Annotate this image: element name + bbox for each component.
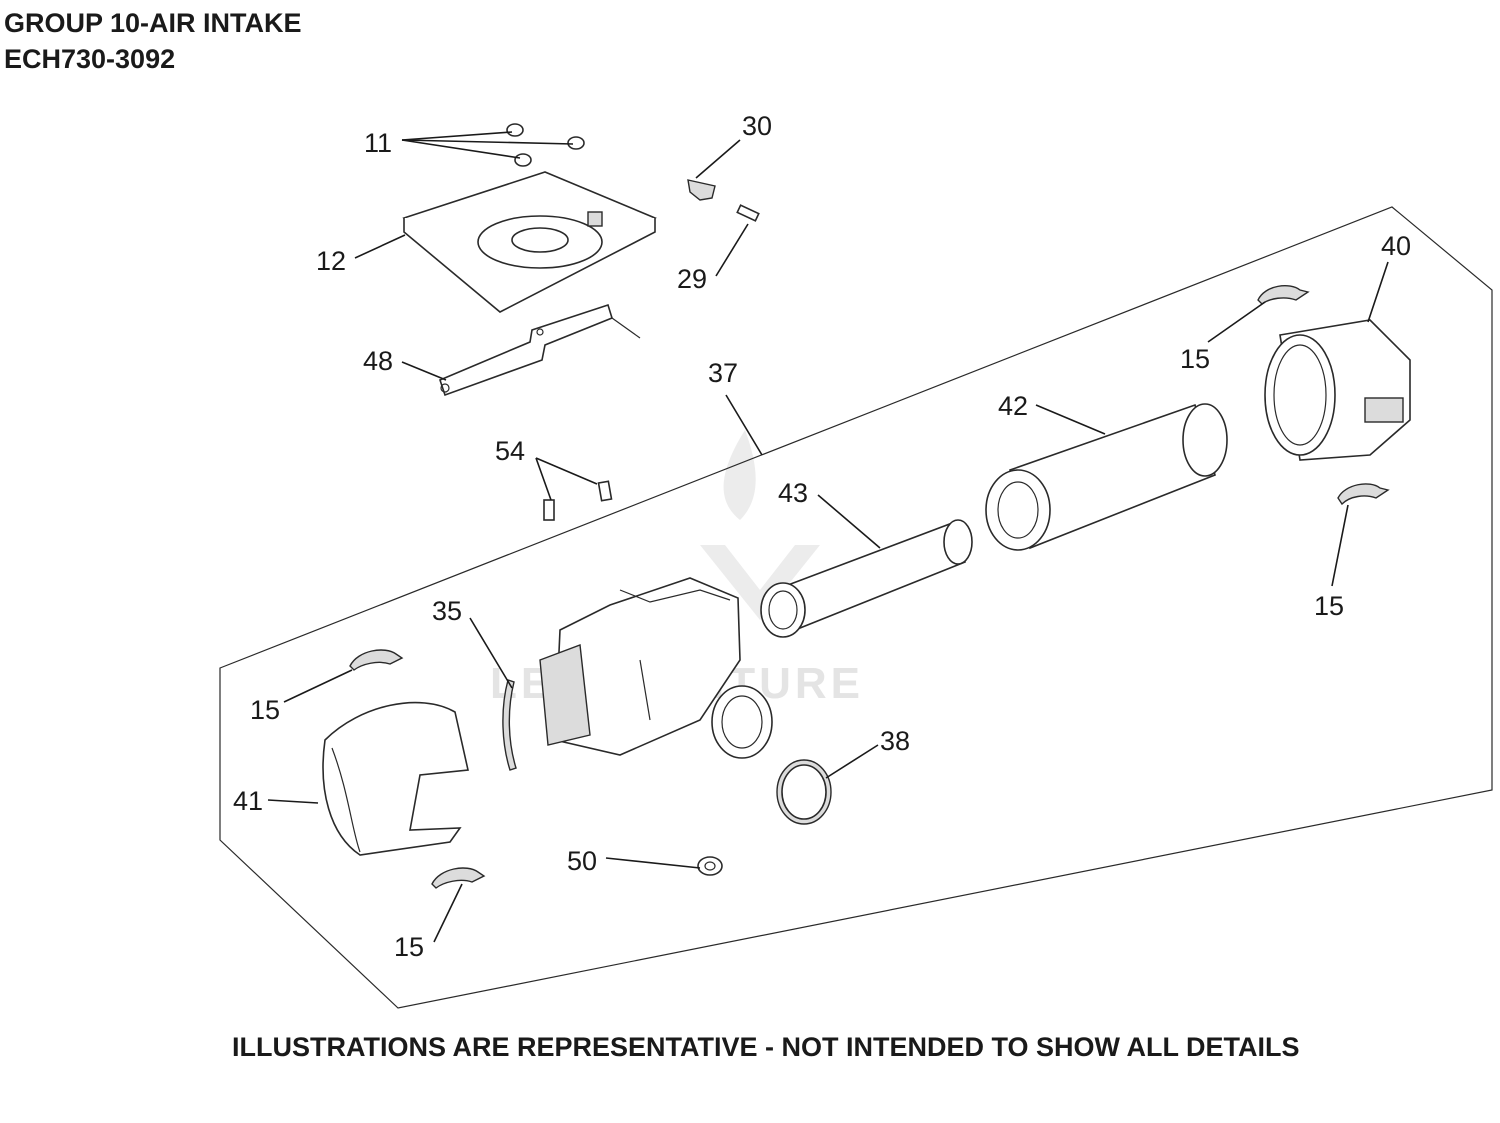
- callout-15-upper-right: 15: [1180, 344, 1210, 374]
- leader-lines: [267, 131, 1389, 943]
- callout-15-lower-right: 15: [1314, 591, 1344, 621]
- model-number: ECH730-3092: [4, 44, 176, 74]
- callout-29: 29: [677, 264, 707, 294]
- part-41-cover: [322, 701, 469, 856]
- part-54-screws: [543, 480, 613, 521]
- part-15-clip-lower-right: [1337, 483, 1390, 506]
- callout-11: 11: [364, 128, 392, 158]
- part-40-end-housing: [1264, 319, 1411, 461]
- callout-43: 43: [778, 478, 808, 508]
- callout-35: 35: [432, 596, 462, 626]
- callout-41: 41: [233, 786, 263, 816]
- part-35-seal: [502, 679, 517, 771]
- part-15-clip-upper-left: [349, 649, 404, 671]
- air-cleaner-housing: [539, 577, 773, 759]
- callout-54: 54: [495, 436, 525, 466]
- disclaimer-footer: ILLUSTRATIONS ARE REPRESENTATIVE - NOT I…: [232, 1032, 1300, 1062]
- part-15-clip-upper-right: [1257, 284, 1310, 305]
- part-12-air-cleaner-base: [402, 171, 657, 313]
- part-30-clip: [687, 179, 716, 201]
- assembly-boundary-box: [219, 206, 1493, 1009]
- callout-42: 42: [998, 391, 1028, 421]
- callout-48: 48: [363, 346, 393, 376]
- part-11-nuts: [506, 123, 585, 167]
- callout-12: 12: [316, 246, 346, 276]
- part-15-clip-lower-left: [431, 867, 486, 889]
- callout-38: 38: [880, 726, 910, 756]
- callout-40: 40: [1381, 231, 1411, 261]
- part-42-outer-element: [985, 403, 1228, 551]
- part-29-pin: [736, 204, 760, 222]
- part-43-inner-element: [760, 519, 973, 638]
- part-38-ring: [776, 759, 832, 825]
- callout-30: 30: [742, 111, 772, 141]
- part-48-bracket: [439, 303, 641, 397]
- callout-37: 37: [708, 358, 738, 388]
- callout-50: 50: [567, 846, 597, 876]
- callout-15-lower-left: 15: [394, 932, 424, 962]
- callout-labels: 11 30 12 29 40 15 48 37 42 54 43 15 35 1…: [233, 111, 1411, 962]
- part-50-grommet: [697, 856, 723, 876]
- group-title: GROUP 10-AIR INTAKE: [4, 8, 302, 38]
- callout-15-upper-left: 15: [250, 695, 280, 725]
